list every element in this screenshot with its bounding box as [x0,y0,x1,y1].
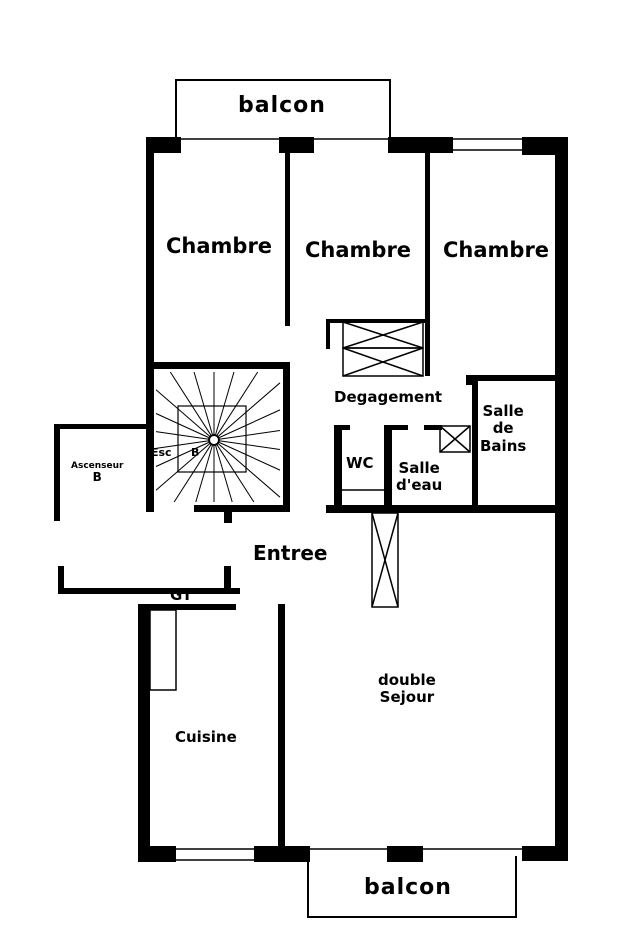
exterior-walls [138,137,568,862]
spiral-stair [177,405,247,473]
balcony-bottom [307,856,517,918]
shower-room-label-line-2: d'eau [396,476,443,495]
balcony-bottom-label: balcon [364,875,452,900]
living-room-label-line-2: Sejour [379,688,435,707]
elevator-label: Ascenseur B [71,461,123,485]
stair-treads [155,371,281,503]
shower-room-label: Salle d'eau [396,459,443,495]
bedroom-3-label: Chambre [443,238,550,262]
windows [176,138,522,861]
elevator-label-line-1: Ascenseur [71,461,124,471]
bathroom-label-line-3: Bains [480,436,527,455]
bedroom-2-label: Chambre [305,238,412,262]
kitchen-label: Cuisine [175,728,237,746]
shower-room-label-line-1: Salle [398,459,440,477]
bathroom-label-line-2: de [492,419,514,438]
living-room-label: double Sejour [378,671,436,707]
balcony-top-label: balcon [238,93,326,118]
closets [149,321,471,691]
hallway-label: Degagement [334,388,443,406]
elevator-label-line-2: B [92,470,102,485]
wc-label: WC [346,454,374,472]
bedroom-1-label: Chambre [166,234,273,258]
balcony-top [175,79,391,138]
bathroom-label-line-1: Salle [482,402,524,420]
entrance-label: Entree [253,541,328,565]
living-room-label-line-1: double [378,671,436,689]
closet-gt-label: GT [170,586,193,604]
bathroom-label: Salle de Bains [480,402,527,455]
stair-label: Esc [151,446,172,459]
interior-walls [54,150,568,849]
stair-b-label: B [191,446,200,459]
